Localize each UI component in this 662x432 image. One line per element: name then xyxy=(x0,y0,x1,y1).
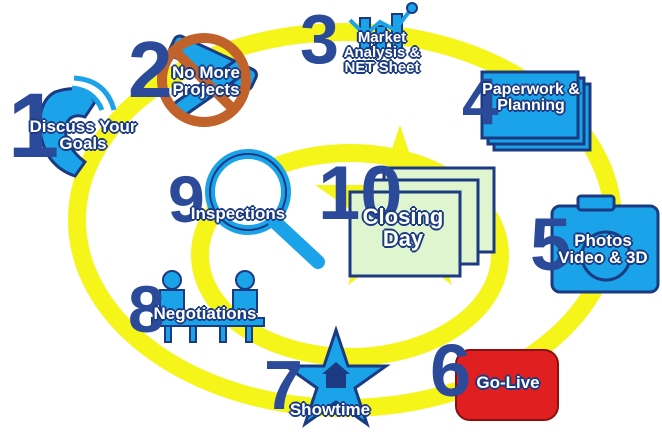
step-4-number: 4 xyxy=(462,64,499,138)
step-2-label: No More Projects xyxy=(172,63,240,99)
inner-loop-track xyxy=(191,144,509,366)
step-5-number: 5 xyxy=(530,203,572,286)
step-10-number: 10 xyxy=(318,151,403,236)
step-6-number: 6 xyxy=(430,329,472,412)
step-9-label: Inspections xyxy=(190,204,286,223)
step-3-label: Market Analysis & NET Sheet xyxy=(343,29,421,76)
step-9-number: 9 xyxy=(168,162,205,236)
step-7-label: Showtime xyxy=(289,400,371,419)
money-stack-icon xyxy=(348,166,496,278)
step-3-number: 3 xyxy=(300,0,339,78)
step-4-label: Paperwork & Planning xyxy=(482,81,580,114)
step-8-label: Negotiations xyxy=(153,304,257,323)
magnifier-icon xyxy=(205,149,325,269)
step-6-label: Go-Live xyxy=(476,373,540,392)
documents-icon xyxy=(480,70,592,152)
phone-icon xyxy=(38,75,117,178)
step-1-number: 1 xyxy=(8,75,60,177)
camera-icon xyxy=(550,194,660,294)
step-1-label: Discuss Your Goals xyxy=(29,117,137,153)
chart-icon xyxy=(348,2,418,53)
step-10-label: Closing Day xyxy=(362,204,444,251)
step-5-label: Photos Video & 3D xyxy=(558,231,648,267)
step-8-number: 8 xyxy=(128,272,165,346)
house-star-icon xyxy=(322,362,350,388)
no-tools-icon xyxy=(157,33,258,127)
play-button-icon xyxy=(455,349,559,421)
meeting-icon xyxy=(151,270,265,343)
step-2-number: 2 xyxy=(128,25,173,114)
step-7-number: 7 xyxy=(264,346,303,424)
